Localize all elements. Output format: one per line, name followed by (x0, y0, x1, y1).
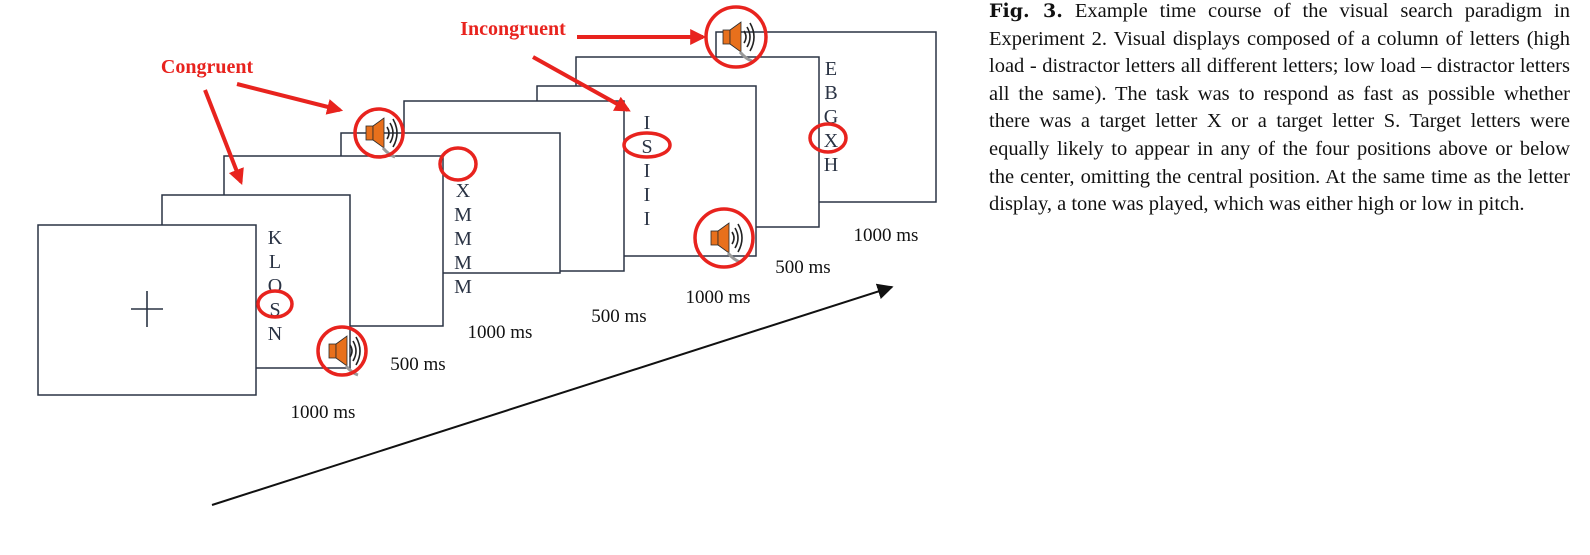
letter-s: S (641, 136, 652, 158)
target-highlight-x-frame-8 (808, 122, 848, 154)
caption-label: Fig. 3. (989, 0, 1063, 22)
incongruent-label: Incongruent (460, 18, 566, 40)
duration-label: 1000 ms (686, 287, 751, 308)
letter-i: I (644, 112, 651, 134)
speaker-icon (353, 107, 405, 159)
letter-i: I (644, 160, 651, 182)
letter-h: H (824, 154, 838, 176)
speaker-icon (316, 325, 368, 377)
speaker-icon (693, 207, 755, 269)
letter-l: L (269, 251, 281, 273)
letter-b: B (824, 82, 837, 104)
duration-label: 1000 ms (468, 322, 533, 343)
congruent-arrow-icon (203, 89, 244, 185)
letter-o: O (268, 275, 282, 297)
letter-i: I (644, 208, 651, 230)
duration-label: 1000 ms (291, 402, 356, 423)
letter-e: E (825, 58, 837, 80)
target-highlight-x-frame-4 (438, 146, 478, 182)
letter-i: I (644, 184, 651, 206)
target-highlight-s-frame-6 (622, 131, 672, 159)
figure-caption: Fig. 3. Example time course of the visua… (989, 0, 1570, 219)
letter-m: M (454, 228, 472, 250)
caption-text: Example time course of the visual search… (989, 0, 1571, 216)
letter-x: X (824, 130, 839, 152)
incongruent-arrow-icon (532, 55, 631, 112)
target-highlight-s-frame-2 (256, 289, 294, 319)
duration-label: 500 ms (591, 306, 646, 327)
letter-m: M (454, 276, 472, 298)
fixation-cross-icon (131, 291, 163, 327)
letter-x: X (456, 180, 471, 202)
letter-n: N (268, 323, 282, 345)
duration-label: 500 ms (390, 354, 445, 375)
duration-label: 1000 ms (854, 225, 919, 246)
congruent-label: Congruent (161, 56, 254, 78)
congruent-arrow-icon (236, 82, 344, 115)
time-arrow-icon (211, 283, 894, 506)
letter-s: S (269, 299, 280, 321)
letter-m: M (454, 252, 472, 274)
letter-k: K (268, 227, 283, 249)
duration-label: 500 ms (775, 257, 830, 278)
letter-m: M (454, 204, 472, 226)
